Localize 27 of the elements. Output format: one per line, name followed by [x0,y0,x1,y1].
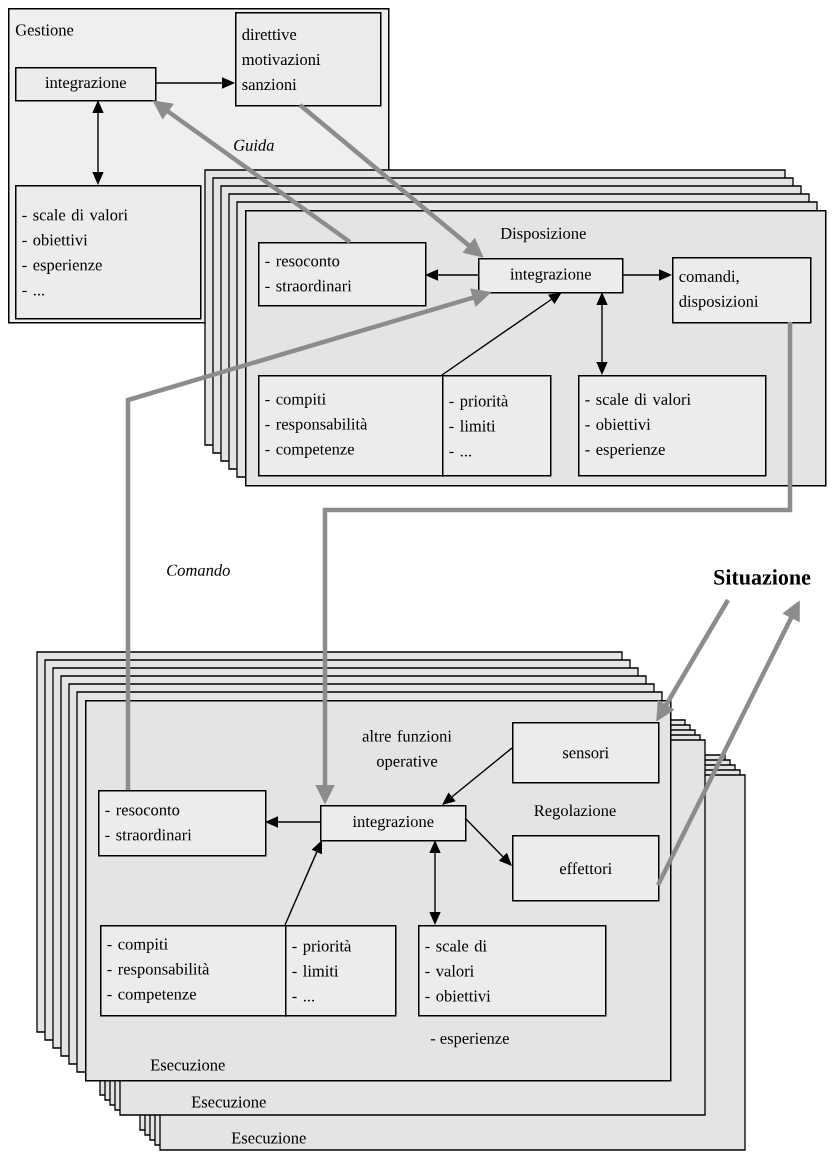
text-box: direttive motivazioni sanzioni [235,12,382,107]
panel-label: Esecuzione [231,1132,306,1144]
text-box: - priorità - limiti - ... [442,375,552,477]
arrow [441,292,562,376]
side-note: - esperienze [430,1032,509,1048]
area-label: Regolazione [534,804,616,820]
text-box: - scale di - valori - obiettivi [418,925,607,1017]
text-box: - priorità - limiti - ... [285,925,397,1017]
text-box: sensori [512,722,660,784]
text-box: - resoconto - straordinari [258,242,427,307]
text-box: - resoconto - straordinari [98,790,267,857]
flow-label: Comando [167,564,230,576]
area-label: altre funzioni operative [362,729,452,771]
panel-label: Esecuzione [191,1096,266,1108]
text-box: - compiti - responsabilità - competenze [100,925,287,1017]
text-box: comandi, disposizioni [672,257,812,324]
text-box: effettori [512,835,660,902]
text-box: - scale di valori - obiettivi - esperienze - ... [15,185,202,320]
text-box: integrazione [320,805,467,842]
text-box: integrazione [478,258,624,294]
text-box: - compiti - responsabilità - competenze [258,375,444,477]
arrow [442,747,513,805]
arrow [464,817,512,866]
text-box: integrazione [15,67,157,102]
text-box: - scale di valori - obiettivi - esperienze [578,375,767,477]
heading-text: Situazione [714,569,811,585]
flow-label: Guida [234,139,274,151]
